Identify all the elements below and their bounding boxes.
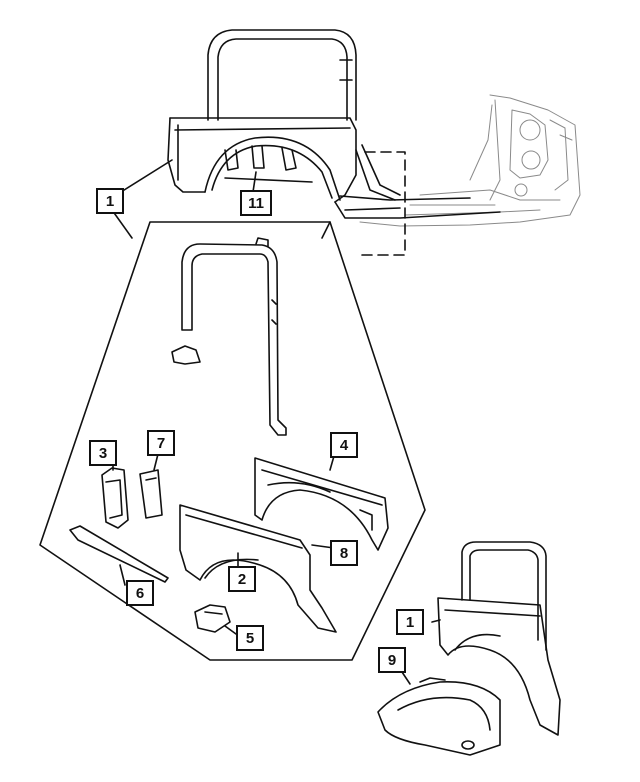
part-2-outer-panel <box>180 505 336 632</box>
callout-1-top: 1 <box>96 188 124 214</box>
callout-7: 7 <box>147 430 175 456</box>
leader-1-top <box>121 160 172 192</box>
callout-8: 8 <box>330 540 358 566</box>
callout-1-bottom: 1 <box>396 609 424 635</box>
vehicle-body-assembly <box>168 30 580 255</box>
callout-2: 2 <box>228 566 256 592</box>
callout-6: 6 <box>126 580 154 606</box>
leader-exploded <box>112 210 132 238</box>
callout-9: 9 <box>378 647 406 673</box>
enclosure-link <box>322 222 330 238</box>
part-4-inner-panel <box>255 456 388 550</box>
part-5-bracket <box>195 605 236 634</box>
part-7-bracket <box>140 454 162 518</box>
part-roll-bar <box>182 238 286 435</box>
callout-4: 4 <box>330 432 358 458</box>
callout-11: 11 <box>240 190 272 216</box>
leader-11 <box>253 172 256 192</box>
part-6-sill-strip <box>70 526 168 585</box>
part-bracket-small <box>172 346 200 364</box>
callout-3: 3 <box>89 440 117 466</box>
side-assembly <box>432 542 560 735</box>
part-9-wheelhouse <box>378 672 500 755</box>
part-3-pillar <box>102 462 128 528</box>
callout-5: 5 <box>236 625 264 651</box>
